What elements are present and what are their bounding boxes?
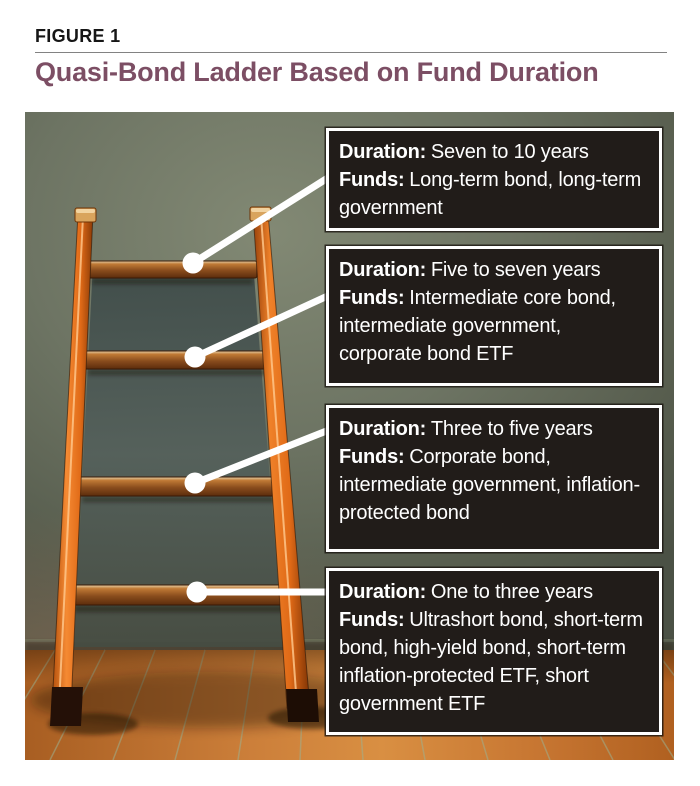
callout-box-seven-to-ten-years: Duration:Seven to 10 years Funds:Long-te…: [326, 128, 662, 231]
funds-value: Long-term bond, long-term government: [339, 169, 642, 219]
duration-value: Seven to 10 years: [430, 141, 589, 163]
funds-label: Funds:: [339, 446, 405, 468]
funds-label: Funds:: [339, 287, 405, 309]
funds-label: Funds:: [339, 609, 405, 631]
rung-shadows: [74, 279, 287, 612]
rung-4: [69, 584, 287, 606]
ladder-feet: [50, 687, 319, 726]
callout-box-five-to-seven-years: Duration:Five to seven years Funds:Inter…: [326, 246, 662, 386]
callout-funds-line: Funds:Corporate bond, intermediate gover…: [339, 443, 649, 527]
ladder-foot-right: [286, 689, 319, 722]
rung-2: [83, 350, 267, 370]
callout-duration-line: Duration:Three to five years: [339, 415, 649, 443]
funds-value: Ultrashort bond, short-term bond, high-y…: [339, 609, 643, 715]
callout-box-one-to-three-years: Duration:One to three years Funds:Ultras…: [326, 568, 662, 735]
callout-funds-line: Funds:Intermediate core bond, intermedia…: [339, 284, 649, 368]
funds-value: Corporate bond, intermediate government,…: [339, 446, 640, 524]
ladder-foot-left: [50, 687, 83, 726]
callout-duration-line: Duration:Five to seven years: [339, 256, 649, 284]
figure-label: FIGURE 1: [35, 26, 121, 46]
duration-value: One to three years: [430, 581, 593, 603]
rung-3: [77, 476, 276, 497]
funds-value: Intermediate core bond, intermediate gov…: [339, 287, 616, 365]
funds-label: Funds:: [339, 169, 405, 191]
duration-value: Five to seven years: [430, 259, 601, 281]
header-divider: [35, 52, 667, 53]
duration-label: Duration:: [339, 141, 427, 163]
callout-box-three-to-five-years: Duration:Three to five years Funds:Corpo…: [326, 405, 662, 552]
duration-label: Duration:: [339, 581, 427, 603]
callout-funds-line: Funds:Long-term bond, long-term governme…: [339, 166, 649, 222]
callout-duration-line: Duration:One to three years: [339, 578, 649, 606]
duration-value: Three to five years: [430, 418, 593, 440]
rung-1: [87, 260, 258, 279]
duration-label: Duration:: [339, 418, 427, 440]
figure-title: Quasi-Bond Ladder Based on Fund Duration: [35, 57, 599, 87]
duration-label: Duration:: [339, 259, 427, 281]
callout-funds-line: Funds:Ultrashort bond, short-term bond, …: [339, 606, 649, 718]
callout-duration-line: Duration:Seven to 10 years: [339, 138, 649, 166]
